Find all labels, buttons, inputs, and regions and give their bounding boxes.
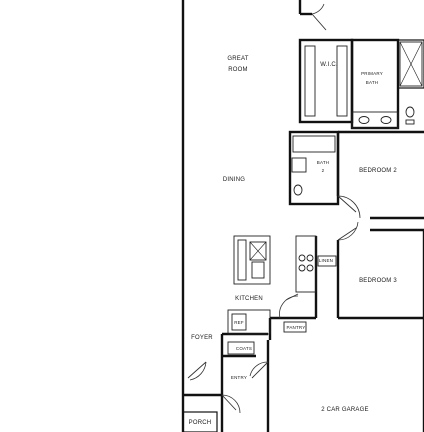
primary-bath-label-line1: PRIMARY: [361, 71, 383, 76]
dining-label: DINING: [223, 177, 245, 183]
wic-label: W.I.C.: [320, 62, 338, 68]
bedroom2-label: BEDROOM 2: [359, 168, 397, 174]
pantry-label: PANTRY: [286, 325, 305, 330]
room-labels: GREAT ROOM W.I.C. PRIMARY BATH BATH 2 BE…: [189, 56, 397, 426]
bedroom3-label: BEDROOM 3: [359, 278, 397, 284]
coats-label: COATS: [236, 346, 252, 351]
walls: [181, 0, 424, 432]
foyer-label: FOYER: [191, 335, 213, 341]
linen-label: LINEN: [319, 258, 333, 263]
entry-label: ENTRY: [231, 375, 247, 380]
primary-bath-label-line2: BATH: [366, 80, 378, 85]
great-room-label-line1: GREAT: [227, 56, 248, 62]
porch-label: PORCH: [189, 420, 212, 426]
great-room-label-line2: ROOM: [228, 67, 247, 73]
kitchen-label: KITCHEN: [235, 296, 263, 302]
fixtures: [227, 41, 423, 355]
garage-label: 2 CAR GARAGE: [321, 407, 368, 413]
ref-label: REF: [234, 320, 244, 325]
doors: [187, 3, 361, 414]
bath2-label-line2: 2: [322, 168, 325, 173]
bath2-label-line1: BATH: [317, 160, 329, 165]
